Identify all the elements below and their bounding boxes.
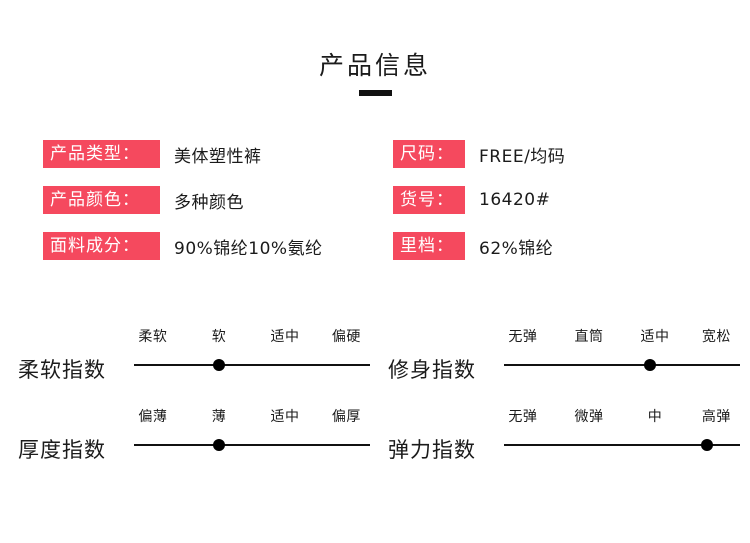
- scale-row-thickness: 厚度指数 偏薄 薄 适中 偏厚: [10, 400, 380, 478]
- info-value-gusset: 62%锦纶: [479, 238, 554, 259]
- scale-ticks-softness: 柔软 软 适中 偏硬: [134, 326, 370, 348]
- title-underline-bar: [358, 90, 392, 96]
- scale-tick: 直筒: [574, 329, 604, 345]
- scale-row-fit: 修身指数 无弹 直筒 适中 宽松: [380, 320, 750, 398]
- scale-tick: 适中: [640, 329, 670, 345]
- info-value-item-number: 16420#: [479, 190, 551, 210]
- scale-ticks-thickness: 偏薄 薄 适中 偏厚: [134, 406, 370, 428]
- scale-tick: 软: [211, 329, 227, 345]
- scale-ticks-elasticity: 无弹 微弹 中 高弹: [504, 406, 740, 428]
- info-value-product-type: 美体塑性裤: [174, 146, 262, 167]
- info-row: 货号： 16420#: [393, 186, 565, 214]
- scale-knob-softness[interactable]: [212, 359, 225, 371]
- scale-body-thickness: 偏薄 薄 适中 偏厚: [134, 400, 370, 470]
- scale-knob-thickness[interactable]: [212, 439, 225, 451]
- info-label-item-number: 货号：: [393, 186, 465, 214]
- page-title-block: 产品信息: [0, 50, 750, 96]
- info-row: 产品颜色： 多种颜色: [43, 186, 323, 214]
- info-label-product-color: 产品颜色：: [43, 186, 160, 214]
- scale-knob-elasticity[interactable]: [700, 439, 713, 451]
- scale-row-elasticity: 弹力指数 无弹 微弹 中 高弹: [380, 400, 750, 478]
- info-row: 产品类型： 美体塑性裤: [43, 140, 323, 168]
- scale-name-fit: 修身指数: [388, 358, 476, 382]
- scale-tick: 无弹: [508, 409, 538, 425]
- scale-tick: 适中: [270, 409, 300, 425]
- scale-track-fit[interactable]: [504, 364, 740, 366]
- scale-tick: 偏薄: [138, 409, 168, 425]
- info-row: 里档： 62%锦纶: [393, 232, 565, 260]
- scale-tick: 高弹: [701, 409, 731, 425]
- scale-tick: 柔软: [138, 329, 168, 345]
- product-info-column-left: 产品类型： 美体塑性裤 产品颜色： 多种颜色 面料成分： 90%锦纶10%氨纶: [43, 140, 323, 260]
- info-label-product-type: 产品类型：: [43, 140, 160, 168]
- info-value-product-color: 多种颜色: [174, 192, 244, 213]
- product-info-column-right: 尺码： FREE/均码 货号： 16420# 里档： 62%锦纶: [393, 140, 565, 260]
- scale-tick: 适中: [270, 329, 300, 345]
- scale-ticks-fit: 无弹 直筒 适中 宽松: [504, 326, 740, 348]
- scale-track-elasticity[interactable]: [504, 444, 740, 446]
- scale-tick: 偏厚: [331, 409, 361, 425]
- scale-tick: 偏硬: [331, 329, 361, 345]
- scale-name-elasticity: 弹力指数: [388, 438, 476, 462]
- info-value-fabric-composition: 90%锦纶10%氨纶: [174, 238, 323, 259]
- info-label-fabric-composition: 面料成分：: [43, 232, 160, 260]
- scale-body-elasticity: 无弹 微弹 中 高弹: [504, 400, 740, 470]
- scale-track-softness[interactable]: [134, 364, 370, 366]
- info-value-size: FREE/均码: [479, 146, 566, 167]
- product-info-grid: 产品类型： 美体塑性裤 产品颜色： 多种颜色 面料成分： 90%锦纶10%氨纶 …: [0, 140, 750, 285]
- scale-name-thickness: 厚度指数: [18, 438, 106, 462]
- scale-name-softness: 柔软指数: [18, 358, 106, 382]
- scale-tick: 中: [647, 409, 663, 425]
- scale-body-softness: 柔软 软 适中 偏硬: [134, 320, 370, 390]
- scale-row-softness: 柔软指数 柔软 软 适中 偏硬: [10, 320, 380, 398]
- info-label-gusset: 里档：: [393, 232, 465, 260]
- scale-tick: 宽松: [701, 329, 731, 345]
- info-row: 尺码： FREE/均码: [393, 140, 565, 168]
- scale-tick: 微弹: [574, 409, 604, 425]
- scale-body-fit: 无弹 直筒 适中 宽松: [504, 320, 740, 390]
- scale-track-thickness[interactable]: [134, 444, 370, 446]
- scale-tick: 无弹: [508, 329, 538, 345]
- page-title: 产品信息: [318, 51, 431, 80]
- info-label-size: 尺码：: [393, 140, 465, 168]
- info-row: 面料成分： 90%锦纶10%氨纶: [43, 232, 323, 260]
- scale-tick: 薄: [211, 409, 227, 425]
- scale-knob-fit[interactable]: [644, 359, 657, 371]
